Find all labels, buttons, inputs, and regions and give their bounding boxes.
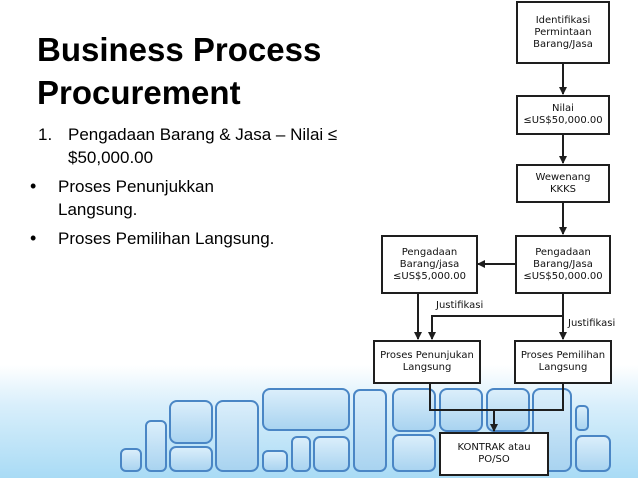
tile — [353, 389, 387, 472]
connector — [428, 293, 564, 340]
list-item-text: Pengadaan Barang & Jasa – Nilai ≤ $50,00… — [68, 125, 338, 167]
tile — [145, 420, 167, 472]
bullet-text: Proses Penunjukkan Langsung. — [58, 177, 214, 219]
flow-box-pemilihan: Proses Pemilihan Langsung — [514, 340, 612, 384]
flow-box-wewenang: Wewenang KKKS — [516, 164, 610, 203]
flow-box-pengadaan-right: Pengadaan Barang/Jasa ≤US$50,000.00 — [515, 235, 611, 294]
bullet-text: Proses Pemilihan Langsung. — [58, 229, 275, 248]
flow-box-identifikasi: Identifikasi Permintaan Barang/Jasa — [516, 1, 610, 64]
flow-box-nilai: Nilai ≤US$50,000.00 — [516, 95, 610, 135]
tile — [291, 436, 311, 472]
connector — [429, 383, 498, 432]
tile — [120, 448, 142, 472]
tile — [169, 400, 213, 444]
slide-title-line-1: Business Process — [37, 31, 322, 68]
tile — [262, 450, 288, 472]
tile — [215, 400, 259, 472]
slide-title-line-2: Procurement — [37, 74, 241, 111]
tile — [169, 446, 213, 472]
list-number: 1. — [38, 125, 53, 144]
tile — [313, 436, 350, 472]
label-justifikasi-left: Justifikasi — [436, 300, 484, 311]
numbered-list-item: 1. Pengadaan Barang & Jasa – Nilai ≤ $50… — [36, 123, 376, 169]
connector — [494, 383, 564, 411]
tile — [262, 388, 350, 431]
slide-title: Business Process Procurement — [37, 28, 367, 114]
flow-box-kontrak: KONTRAK atau PO/SO — [439, 432, 549, 476]
tile — [575, 435, 611, 472]
bullet-dot: • — [30, 176, 37, 196]
slide-content: 1. Pengadaan Barang & Jasa – Nilai ≤ $50… — [30, 123, 376, 256]
tile — [575, 405, 589, 431]
bullet-item: • Proses Penunjukkan Langsung. — [30, 175, 376, 221]
tile — [392, 434, 436, 472]
flow-box-penunjukan: Proses Penunjukan Langsung — [373, 340, 481, 384]
bullet-item: • Proses Pemilihan Langsung. — [30, 227, 376, 250]
label-justifikasi-right: Justifikasi — [568, 318, 616, 329]
bullet-dot: • — [30, 228, 37, 248]
flow-box-pengadaan-left: Pengadaan Barang/jasa ≤US$5,000.00 — [381, 235, 478, 294]
